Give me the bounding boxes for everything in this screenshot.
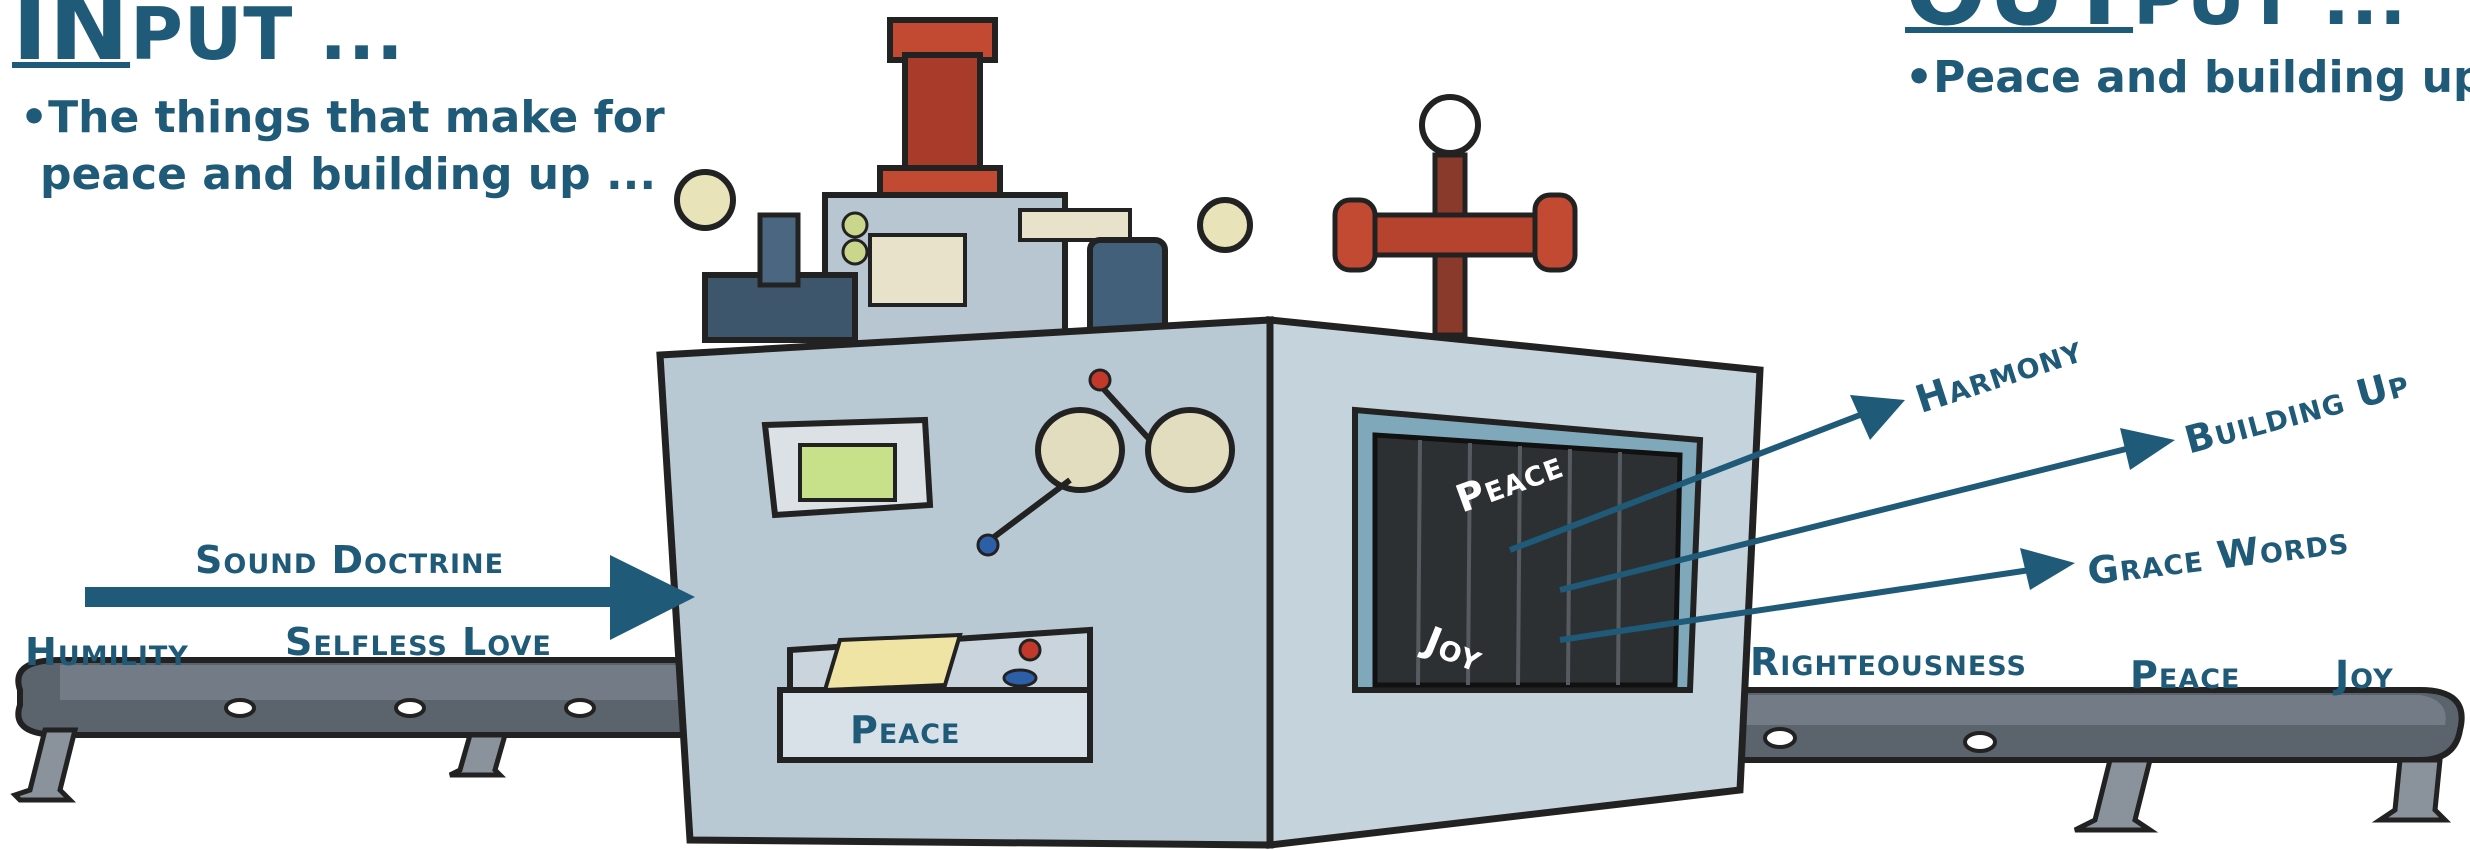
left-conveyor-belt	[15, 660, 730, 800]
label-sound-doctrine: Sound Doctrine	[195, 538, 504, 582]
output-heading-prefix: OUT	[1905, 0, 2133, 47]
input-heading-prefix: IN	[12, 0, 130, 82]
input-heading: INPUT ...	[12, 0, 405, 82]
input-heading-suffix: PUT ...	[130, 0, 404, 76]
output-bullet: •Peace and building up ...	[1905, 48, 2470, 108]
label-output-peace: Peace	[2130, 653, 2240, 697]
label-selfless-love: Selfless Love	[285, 620, 552, 664]
label-righteousness: Righteousness	[1750, 640, 2027, 684]
machine-top-equipment	[677, 20, 1575, 360]
output-heading: OUTPUT ...	[1905, 0, 2408, 47]
label-humility: Humility	[25, 630, 189, 674]
label-panel-peace: Peace	[850, 708, 960, 752]
output-heading-suffix: PUT ...	[2133, 0, 2407, 41]
input-bullet-line1: •The things that make for	[20, 88, 665, 148]
label-output-joy: Joy	[2335, 653, 2394, 697]
input-bullet-line2: peace and building up ...	[40, 145, 656, 205]
